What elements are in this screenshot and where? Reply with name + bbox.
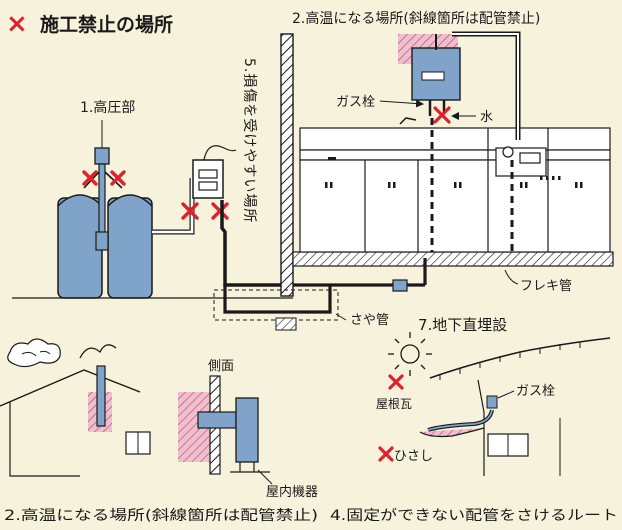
label-gas-valve-lower: ガス栓 xyxy=(516,384,555,399)
label-water: 水 xyxy=(480,110,493,125)
label-eaves: ひさし xyxy=(394,449,433,464)
floor-slab xyxy=(292,251,614,267)
label-indoor-equipment: 屋内機器 xyxy=(266,484,318,500)
prohibit-x-high-pressure xyxy=(82,170,126,186)
caption-left: 2.高温になる場所(斜線箇所は配管禁止) xyxy=(4,507,318,524)
prohibit-x-roof xyxy=(388,374,404,390)
chimney-scene xyxy=(0,338,151,477)
roof-scene xyxy=(419,337,611,476)
cabinet-handles xyxy=(325,157,583,188)
caption-right: 4.固定ができない配管をさけるルート xyxy=(330,508,618,524)
prohibit-x-damage xyxy=(181,202,229,220)
flexible-pipe xyxy=(504,269,519,285)
concealed-pipes xyxy=(430,118,514,252)
underground-pipe xyxy=(223,258,427,314)
prohibit-x-eaves xyxy=(378,446,394,462)
wall-base-block xyxy=(275,317,297,331)
label-high-temp-top: 2.高温になる場所(斜線箇所は配管禁止) xyxy=(292,10,540,27)
page-title: 施工禁止の場所 xyxy=(40,13,173,36)
pipe-joint xyxy=(392,279,408,292)
label-high-pressure: 1.高圧部 xyxy=(80,99,135,116)
label-roof-tile: 屋根瓦 xyxy=(376,397,412,411)
meter-outlet-pipe xyxy=(220,200,281,287)
supply-pipe xyxy=(152,178,195,235)
label-side-view: 側面 xyxy=(208,359,234,374)
label-damage-vertical: 5.損傷を受けやすい場所 xyxy=(241,58,257,223)
gas-valve-handle xyxy=(399,117,417,125)
label-underground: 7.地下直埋設 xyxy=(418,316,507,334)
label-flexible-pipe: フレキ管 xyxy=(520,279,572,294)
prohibit-mark: × xyxy=(6,9,28,39)
svg-text:5.損傷を受けやすい場所: 5.損傷を受けやすい場所 xyxy=(241,58,257,223)
water-heater xyxy=(411,34,461,116)
gas-cylinders xyxy=(57,120,153,299)
side-view-scene xyxy=(178,375,273,485)
sleeve-outline xyxy=(213,289,339,321)
sun-icon xyxy=(388,332,432,376)
building-wall xyxy=(280,33,294,297)
label-sleeve-pipe: さや管 xyxy=(350,313,389,328)
kitchen-cabinets xyxy=(299,127,611,253)
label-gas-valve: ガス栓 xyxy=(336,95,375,110)
gas-meter xyxy=(192,145,237,199)
header: × 施工禁止の場所 xyxy=(6,9,173,39)
prohibit-x-water xyxy=(433,106,451,124)
